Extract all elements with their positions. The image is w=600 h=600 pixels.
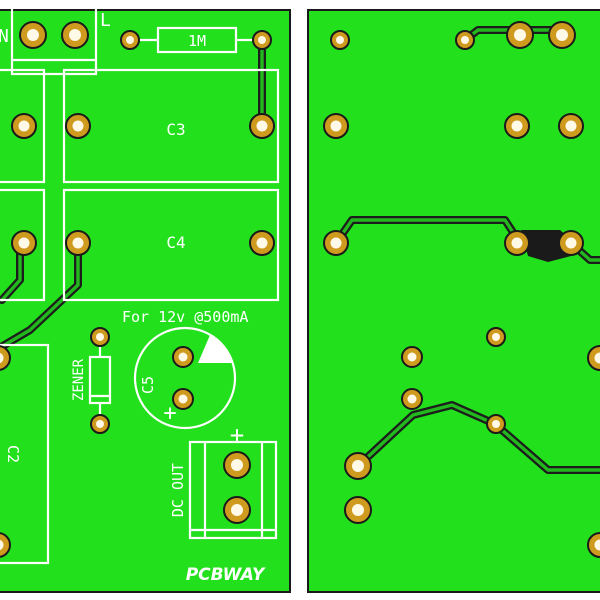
c5-polarity-band [198,335,233,363]
pad [587,345,600,371]
terminal-block-outline [10,0,98,76]
c5-outline [133,326,237,430]
pad [587,532,600,558]
back-pads [323,21,600,558]
left-cap-outline-mid [0,188,46,302]
pad [323,113,349,139]
pad [504,113,530,139]
label-partial-l: L [100,10,111,31]
label-plus-cap: + [163,401,176,426]
pad [506,21,534,49]
dc-out-connector-outline [188,440,278,540]
pad [252,30,272,50]
front-silkscreen [0,0,280,565]
pcb-front-view: N L 1M C3 C4 For 12v @500mA ZENER C5 + +… [0,0,291,593]
c3-outline [62,68,280,184]
pad [90,414,110,434]
back-board [307,9,600,593]
pad [486,414,506,434]
pad [11,230,37,256]
pad [172,388,194,410]
pad [90,327,110,347]
label-c3: C3 [166,120,185,139]
pad [249,113,275,139]
pad [61,21,89,49]
pad [223,451,251,479]
pad [120,30,140,50]
pad [223,496,251,524]
pad [455,30,475,50]
pad [486,327,506,347]
pad [330,30,350,50]
front-labels: N L 1M C3 C4 For 12v @500mA ZENER C5 + +… [0,10,266,585]
pcb-back-view [307,9,600,593]
pad [0,532,11,558]
label-power-note: For 12v @500mA [122,308,248,326]
label-zener: ZENER [71,358,87,401]
pad [504,230,530,256]
label-partial-n: N [0,26,9,47]
pad [548,21,576,49]
pad [11,113,37,139]
front-pads [0,21,275,558]
label-resistor-1m: 1M [188,32,206,50]
left-cap-outline-top [0,68,46,184]
pad [344,452,372,480]
pad [344,496,372,524]
left-component-outline [0,343,50,565]
pad [65,230,91,256]
label-c4: C4 [166,233,185,252]
label-c5: C5 [139,376,157,394]
c4-outline [62,188,280,302]
pad [65,113,91,139]
copper-fill-region [521,230,571,262]
pad [401,388,423,410]
label-left-component: C2 [4,445,22,463]
label-plus-out: + [230,421,244,449]
pad [19,21,47,49]
label-dc-out: DC OUT [169,463,187,517]
brand-logo: PCBWAY [186,565,266,585]
pad [172,346,194,368]
pad [558,113,584,139]
pad [249,230,275,256]
pad [323,230,349,256]
pad [401,346,423,368]
pad [558,230,584,256]
pad [0,345,11,371]
